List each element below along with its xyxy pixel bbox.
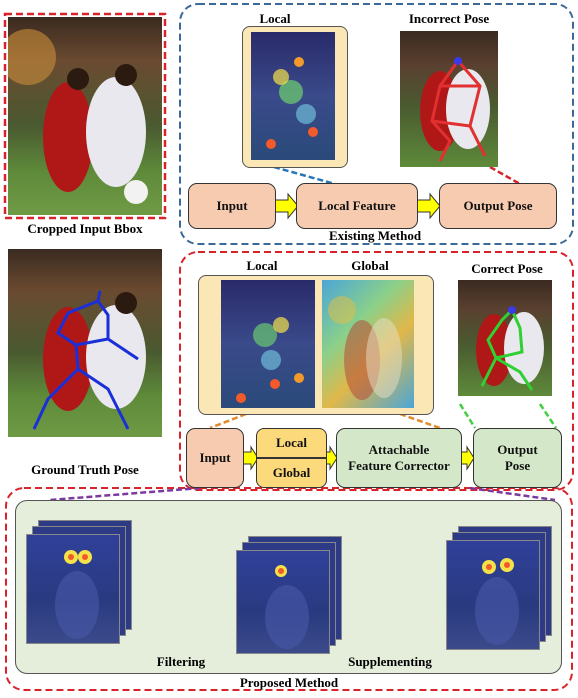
cropped-input-photo [8, 17, 162, 215]
existing-local-heatmap [251, 32, 335, 160]
middle-frame [179, 251, 574, 491]
middle-local-heatmap [221, 280, 315, 408]
existing-method-caption: Existing Method [328, 228, 422, 243]
input-heatmap-stack [26, 520, 136, 646]
feature-corrector-box: Attachable Feature Corrector [336, 428, 462, 488]
filtering-label: Filtering [156, 654, 206, 669]
ground-truth-photo [8, 249, 162, 437]
filtered-heatmap-stack [236, 536, 346, 656]
incorrect-pose-label: Incorrect Pose [408, 11, 490, 26]
proposed-frame [5, 487, 573, 691]
existing-input-box: Input [188, 183, 276, 229]
middle-input-box: Input [186, 428, 244, 488]
proposed-method-caption: Proposed Method [239, 675, 339, 690]
middle-global-box: Global [256, 458, 327, 488]
existing-local-label: Local [259, 11, 291, 26]
middle-global-label: Global [351, 258, 389, 273]
correct-pose-label: Correct Pose [471, 261, 543, 276]
cropped-frame [3, 12, 167, 220]
existing-frame [179, 3, 574, 245]
middle-local-box: Local [256, 428, 327, 458]
existing-local-feature-box: Local Feature [296, 183, 418, 229]
local-global-stack: Local Global [256, 428, 327, 488]
existing-output-pose-box: Output Pose [439, 183, 557, 229]
incorrect-pose-photo [400, 31, 498, 167]
middle-local-label: Local [246, 258, 278, 273]
supplementing-label: Supplementing [348, 654, 432, 669]
ground-truth-label: Ground Truth Pose [31, 462, 139, 477]
correct-pose-photo [458, 280, 552, 396]
middle-output-pose-box: Output Pose [473, 428, 562, 488]
middle-global-heatmap [322, 280, 414, 408]
supplemented-heatmap-stack [446, 526, 556, 652]
cropped-input-label: Cropped Input Bbox [27, 221, 143, 236]
